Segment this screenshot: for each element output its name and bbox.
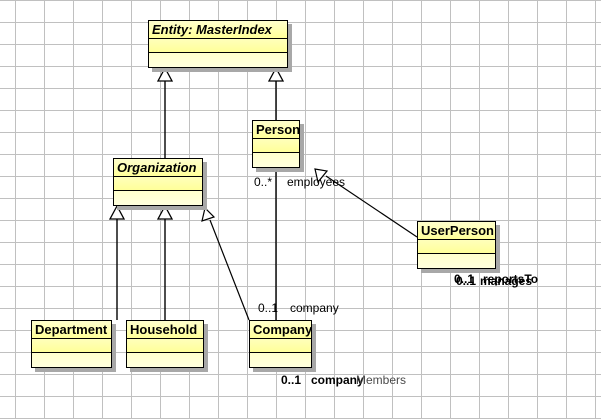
class-operations-department xyxy=(32,353,111,367)
edge-label-company-members-multiplicity[interactable]: 0..1 xyxy=(281,373,302,387)
edge-label-userperson-manages-multiplicity-b[interactable]: 0..1 xyxy=(456,274,477,288)
class-operations-userperson xyxy=(418,254,495,268)
class-box-household[interactable]: Household xyxy=(126,320,204,368)
class-operations-organization xyxy=(114,191,202,205)
class-name-masterindex: Entity: MasterIndex xyxy=(149,21,287,39)
class-name-organization: Organization xyxy=(114,159,202,177)
edge-label-person-employees-role[interactable]: employees xyxy=(287,175,346,189)
generalization-company-organization[interactable] xyxy=(201,206,250,321)
edge-label-company-company-multiplicity[interactable]: 0..1 xyxy=(258,301,279,315)
edge-label-company-company-role[interactable]: company xyxy=(290,301,339,315)
class-operations-masterindex xyxy=(149,53,287,67)
generalization-person-masterindex[interactable] xyxy=(267,66,285,120)
class-attributes-person xyxy=(253,139,299,153)
class-name-household: Household xyxy=(127,321,203,339)
class-name-department: Department xyxy=(32,321,111,339)
class-name-person: Person xyxy=(253,121,299,139)
class-operations-household xyxy=(127,353,203,367)
class-box-person[interactable]: Person xyxy=(252,120,300,168)
class-box-organization[interactable]: Organization xyxy=(113,158,203,206)
class-name-company: Company xyxy=(250,321,311,339)
generalization-organization-masterindex[interactable] xyxy=(156,66,174,158)
class-box-department[interactable]: Department xyxy=(31,320,112,368)
edge-label-person-employees-multiplicity[interactable]: 0..* xyxy=(254,175,273,189)
edge-label-userperson-manages-multiplicity-a[interactable]: 0..1 xyxy=(454,272,475,286)
class-attributes-household xyxy=(127,339,203,353)
class-attributes-masterindex xyxy=(149,39,287,53)
class-attributes-department xyxy=(32,339,111,353)
class-box-userperson[interactable]: UserPerson xyxy=(417,221,496,269)
generalization-household-organization[interactable] xyxy=(156,204,174,320)
edge-label-company-members-role-plain[interactable]: Members xyxy=(356,373,407,387)
class-attributes-organization xyxy=(114,177,202,191)
class-attributes-company xyxy=(250,339,311,353)
class-operations-person xyxy=(253,153,299,167)
class-operations-company xyxy=(250,353,311,367)
edge-label-company-members-role-bold[interactable]: company xyxy=(311,373,364,387)
class-attributes-userperson xyxy=(418,240,495,254)
class-box-masterindex[interactable]: Entity: MasterIndex xyxy=(148,20,288,68)
generalization-department-organization[interactable] xyxy=(108,204,126,320)
edge-label-userperson-reportsto-role[interactable]: reportsTo xyxy=(483,272,539,286)
edge-label-userperson-manages-role[interactable]: manages xyxy=(480,274,533,288)
class-name-userperson: UserPerson xyxy=(418,222,495,240)
class-box-company[interactable]: Company xyxy=(249,320,312,368)
